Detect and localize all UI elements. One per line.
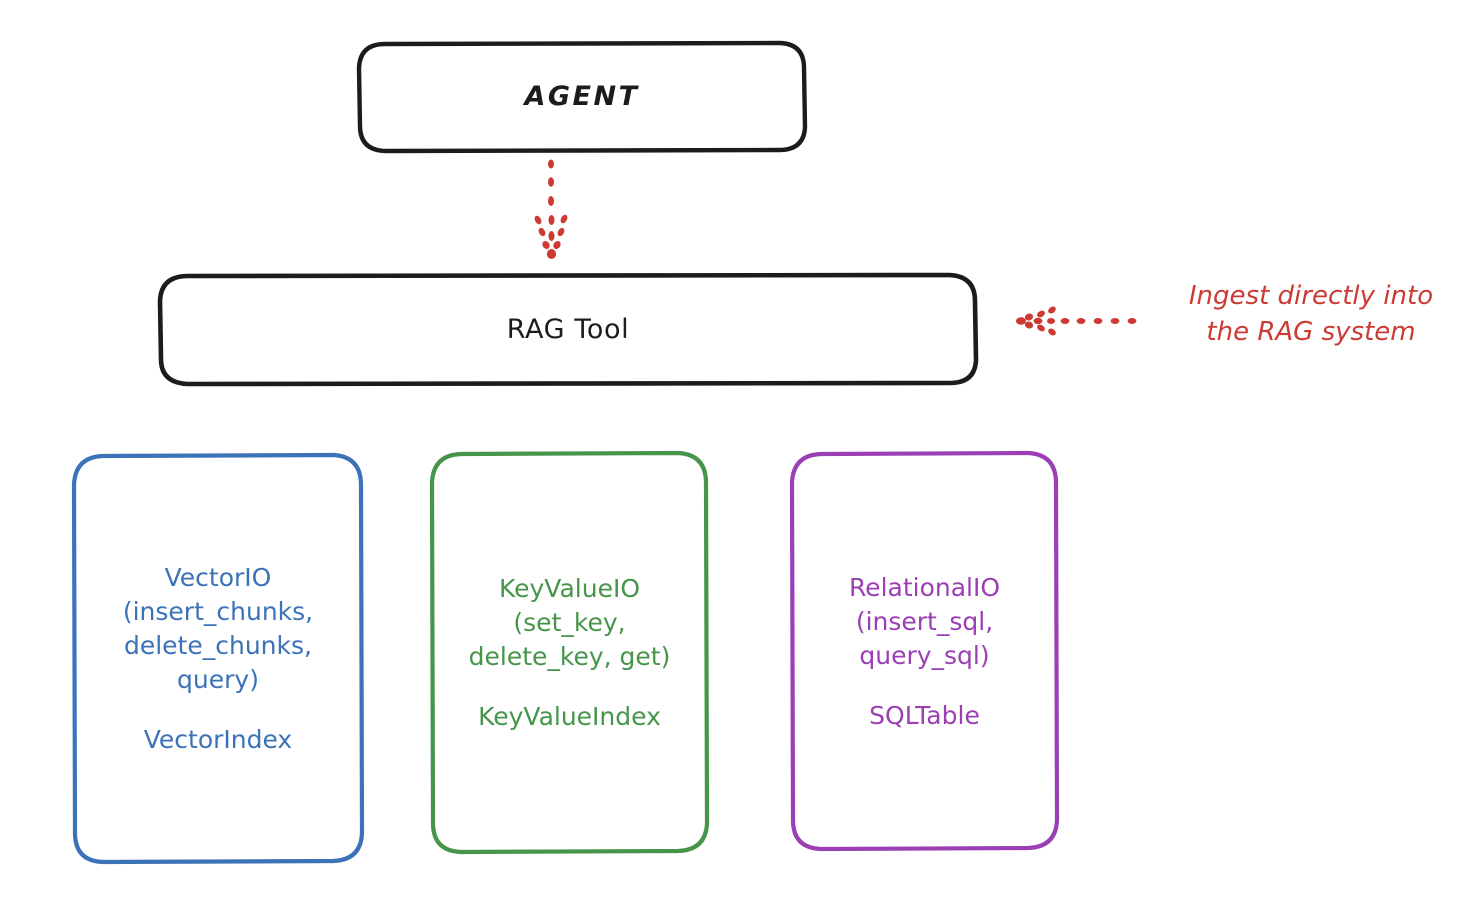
rag-tool-label: RAG Tool xyxy=(506,313,630,345)
node-relational-io[interactable]: RelationalIO (insert_sql, query_sql) SQLT… xyxy=(788,450,1061,853)
key-value-io-index: KeyValueIndex xyxy=(478,702,661,731)
node-key-value-io[interactable]: KeyValueIO (set_key, delete_key, get) Key… xyxy=(428,450,711,856)
vector-io-label: VectorIO (insert_chunks, delete_chunks, … xyxy=(123,561,313,757)
node-agent[interactable]: AGENT xyxy=(356,40,808,154)
annotation-ingest: Ingest directly into the RAG system xyxy=(1188,281,1434,348)
node-vector-io[interactable]: VectorIO (insert_chunks, delete_chunks, … xyxy=(70,452,366,866)
vector-io-methods: VectorIO (insert_chunks, delete_chunks, … xyxy=(122,563,314,694)
agent-label: AGENT xyxy=(524,81,640,113)
relational-io-methods: RelationalIO (insert_sql, query_sql) xyxy=(848,572,1001,670)
key-value-io-label: KeyValueIO (set_key, delete_key, get) Key… xyxy=(469,572,671,734)
vector-io-index: VectorIndex xyxy=(143,725,293,754)
relational-io-label: RelationalIO (insert_sql, query_sql) SQLT… xyxy=(849,571,1000,733)
connector-ingest-to-rag-tool xyxy=(1016,296,1138,344)
node-rag-tool[interactable]: RAG Tool xyxy=(157,272,979,387)
connector-agent-to-rag-tool xyxy=(505,158,605,262)
key-value-io-methods: KeyValueIO (set_key, delete_key, get) xyxy=(468,574,671,671)
relational-io-table: SQLTable xyxy=(869,700,980,730)
